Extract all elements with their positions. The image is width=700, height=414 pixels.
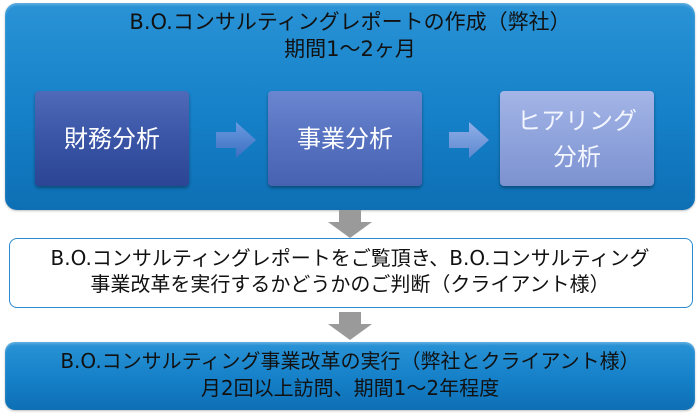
business-analysis-label: 事業分析 <box>297 124 393 153</box>
report-creation-title: B.O.コンサルティングレポートの作成（弊社） <box>129 10 571 34</box>
hearing-analysis-label-line2: 分析 <box>553 142 601 171</box>
down-arrow-icon <box>328 210 372 238</box>
hearing-analysis-step: ヒアリング 分析 <box>500 91 654 186</box>
business-analysis-step: 事業分析 <box>268 91 422 186</box>
report-creation-period: 期間1～2ヶ月 <box>284 37 416 61</box>
right-arrow-icon <box>216 122 256 158</box>
decision-text-line1: B.O.コンサルティングレポートをご覧頂き、B.O.コンサルティング <box>50 246 650 270</box>
reform-execution-panel <box>5 342 695 410</box>
hearing-analysis-label-line1: ヒアリング <box>517 106 637 135</box>
financial-analysis-label: 財務分析 <box>64 124 160 153</box>
financial-analysis-step: 財務分析 <box>35 91 189 186</box>
reform-execution-text-line1: B.O.コンサルティング事業改革の実行（弊社とクライアント様） <box>60 349 640 373</box>
reform-execution-text-line2: 月2回以上訪問、期間1～2年程度 <box>200 376 500 400</box>
right-arrow-icon <box>449 122 489 158</box>
down-arrow-icon <box>328 312 372 340</box>
decision-panel <box>9 238 693 308</box>
decision-text-line2: 事業改革を実行するかどうかのご判断（クライアント様） <box>90 272 610 296</box>
